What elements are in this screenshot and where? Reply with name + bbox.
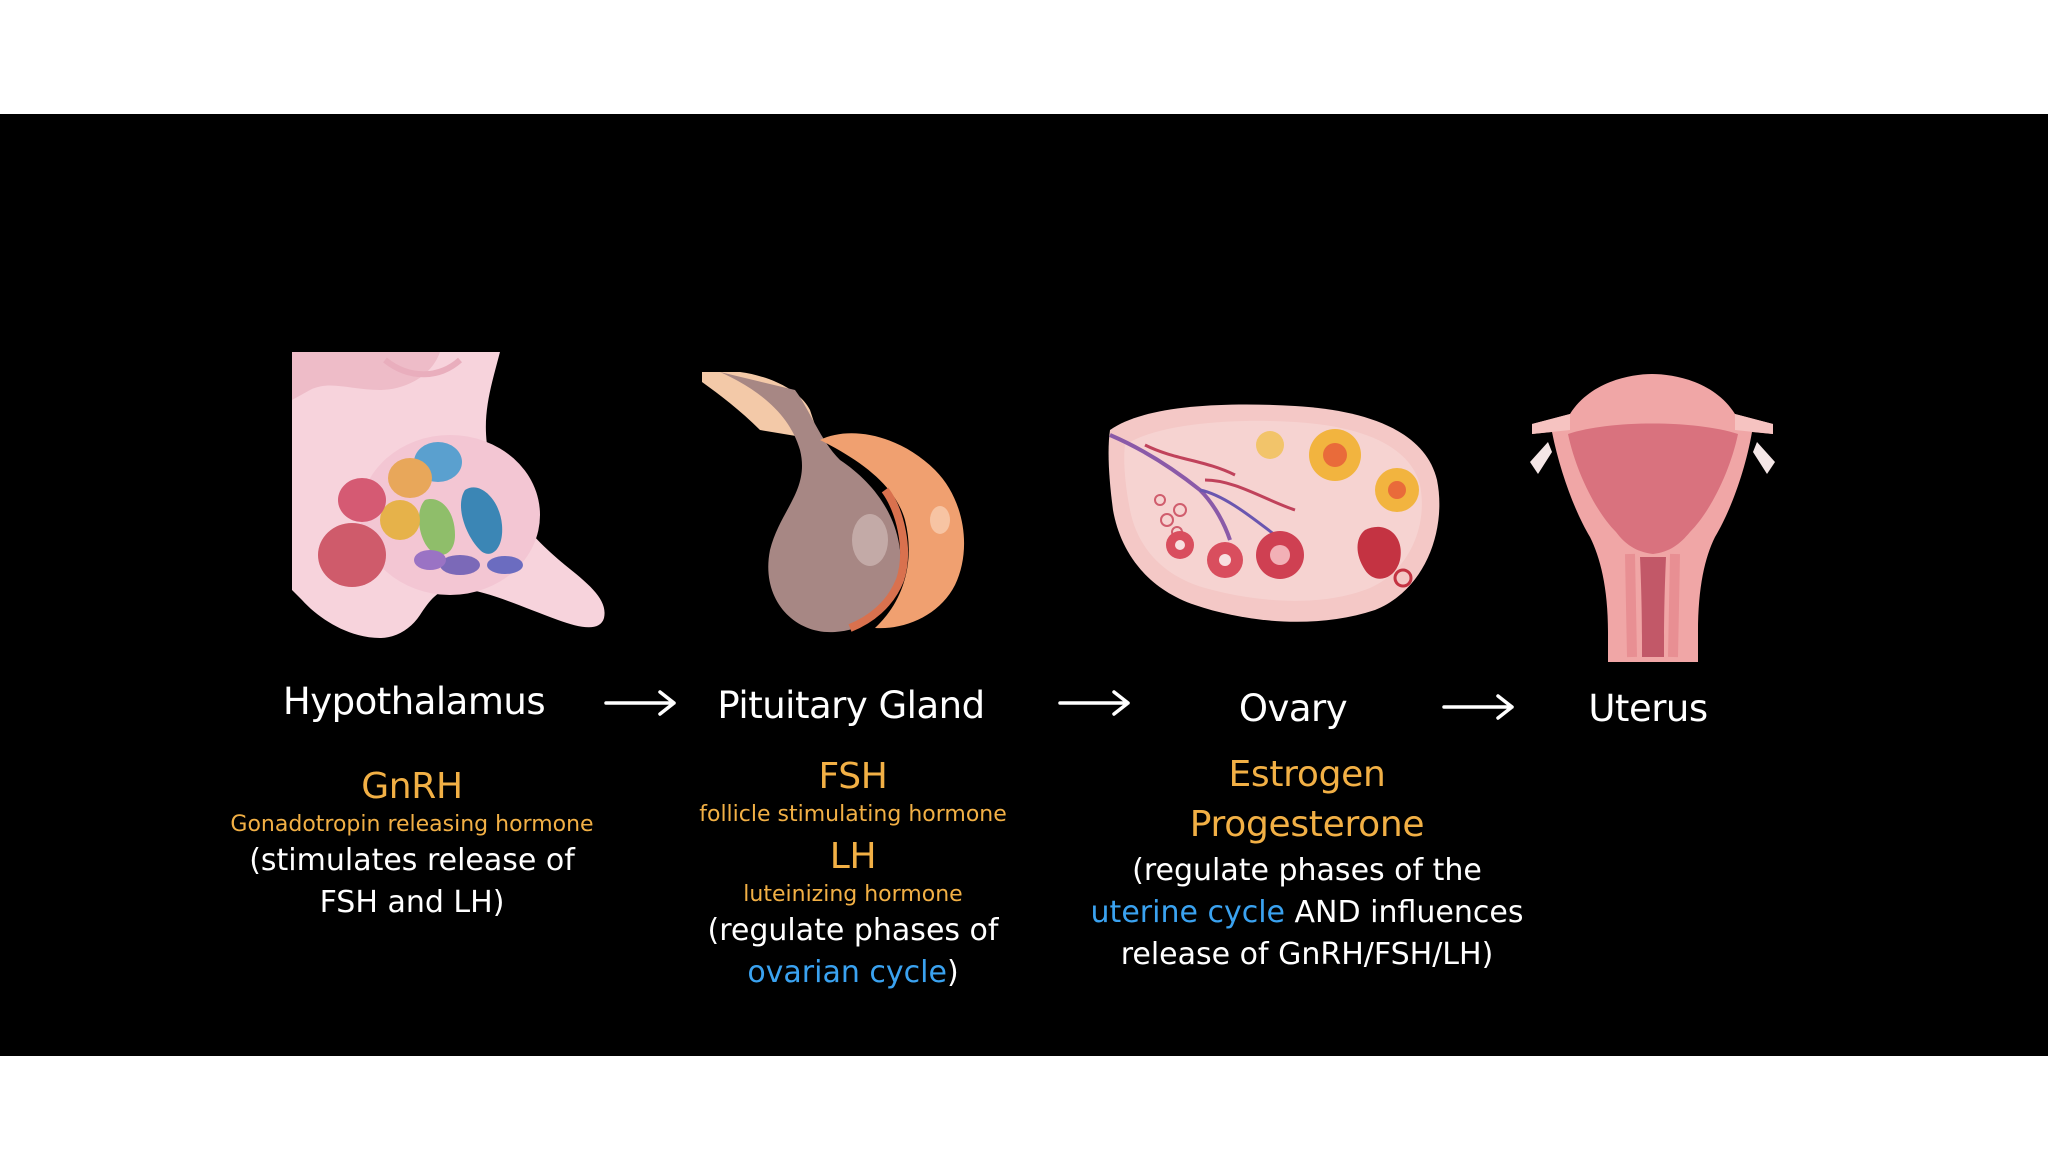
pituitary-gland-label: Pituitary Gland [717,684,985,727]
ovary-illustration [1108,404,1440,622]
hypothalamus-hormone-block: GnRH Gonadotropin releasing hormone (sti… [230,764,593,924]
gnrh-full-name: Gonadotropin releasing hormone [230,812,594,837]
ovarian-cycle-link: ovarian cycle [747,955,947,990]
ovary-label: Ovary [1238,687,1348,730]
gnrh-note-line2: FSH and LH) [319,885,505,920]
hypothalamus-label: Hypothalamus [282,680,546,723]
uterus-illustration [1530,374,1775,662]
pituitary-note-close: ) [946,955,959,990]
gnrh-note-line1: (stimulates release of [249,843,575,878]
pituitary-gland-illustration [702,372,965,633]
gnrh-hormone: GnRH [361,766,463,807]
ovary-note-line3: release of GnRH/FSH/LH) [1120,937,1494,972]
ovary-note-line1: (regulate phases of the [1132,853,1482,888]
uterine-cycle-link: uterine cycle [1090,895,1285,930]
hypothalamus-illustration [292,352,605,638]
diagram-slide: Hypothalamus Pituitary Gland Ovary Uteru… [0,114,2048,1056]
pituitary-note-line1: (regulate phases of [707,913,999,948]
fsh-full-name: follicle stimulating hormone [699,802,1007,827]
lh-full-name: luteinizing hormone [743,882,963,907]
uterus-label: Uterus [1588,687,1708,730]
ovary-note-line2-rest: AND influences [1285,895,1524,930]
ovary-note-line2: uterine cycle AND influences [1091,892,1524,934]
ovary-hormone-block: Estrogen Progesterone (regulate phases o… [1091,750,1524,976]
pituitary-hormone-block: FSH follicle stimulating hormone LH lute… [699,754,1007,994]
arrow-right-icon [1058,690,1130,716]
pituitary-note-line2: ovarian cycle) [699,952,1007,994]
arrow-right-icon [1442,694,1514,720]
lh-hormone: LH [829,836,877,877]
arrow-right-icon [604,690,676,716]
progesterone-hormone: Progesterone [1189,804,1425,845]
fsh-hormone: FSH [818,756,888,797]
estrogen-hormone: Estrogen [1228,754,1386,795]
